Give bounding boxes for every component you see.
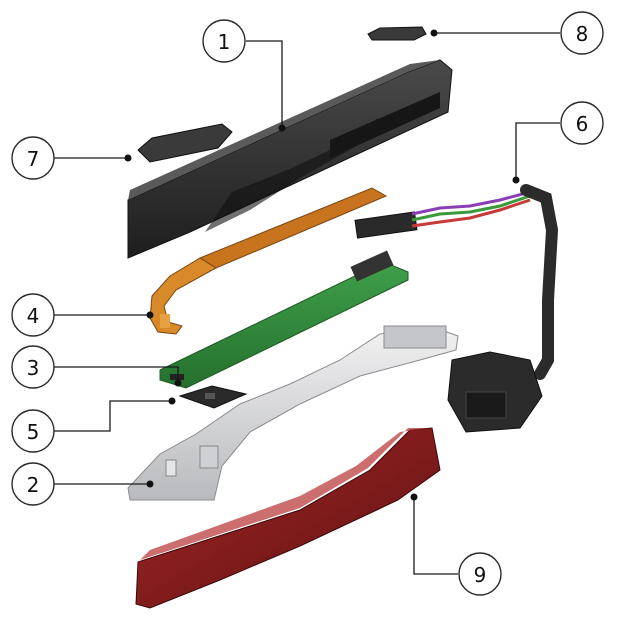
base-carrier: [127, 325, 459, 501]
dot-6: [512, 176, 520, 184]
leader-lines: [53, 32, 560, 575]
callout-1-label: 1: [218, 30, 231, 54]
dot-5: [168, 397, 176, 405]
callout-9-label: 9: [474, 563, 487, 587]
callout-2-label: 2: [27, 473, 40, 497]
flex-circuit: [149, 187, 388, 335]
callout-6: 6: [560, 101, 604, 145]
callout-8: 8: [560, 11, 604, 55]
red-lens-cover: [135, 427, 441, 609]
leader-3: [53, 366, 179, 383]
callout-3: 3: [11, 345, 55, 389]
callout-7: 7: [11, 136, 55, 180]
callout-1: 1: [202, 19, 246, 63]
callout-8-label: 8: [576, 22, 589, 46]
callout-7-label: 7: [27, 147, 40, 171]
wire-harness: [354, 184, 559, 433]
callout-4-label: 4: [27, 304, 40, 328]
leader-5: [53, 400, 172, 432]
leader-9: [413, 497, 458, 575]
callout-3-label: 3: [27, 356, 40, 380]
dot-8: [430, 29, 438, 37]
callout-4: 4: [11, 293, 55, 337]
leader-6: [515, 122, 560, 180]
callout-5: 5: [11, 409, 55, 453]
leader-1: [246, 40, 283, 128]
top-cap: [367, 26, 427, 41]
callout-6-label: 6: [576, 112, 589, 136]
circuit-board: [159, 250, 409, 389]
callout-5-label: 5: [27, 420, 40, 444]
dot-7: [124, 154, 132, 162]
dot-2: [146, 480, 154, 488]
small-chip-pad: [178, 385, 248, 409]
callout-2: 2: [11, 462, 55, 506]
callout-9: 9: [458, 552, 502, 596]
left-cap: [137, 123, 233, 163]
dot-1: [278, 124, 286, 132]
leader-dots: [124, 29, 520, 501]
top-housing: [127, 59, 453, 259]
dot-3: [174, 379, 182, 387]
dot-9: [410, 493, 418, 501]
dot-4: [146, 311, 154, 319]
